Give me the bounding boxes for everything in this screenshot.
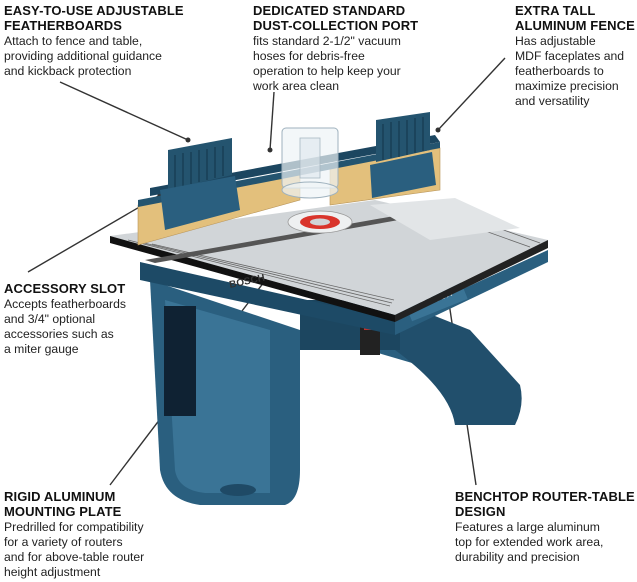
callout-fence: EXTRA TALL ALUMINUM FENCE Has adjustable…	[515, 3, 637, 109]
callout-accessory-slot: ACCESSORY SLOT Accepts featherboards and…	[4, 281, 144, 357]
callout-benchtop-text: Features a large aluminum top for extend…	[455, 520, 604, 564]
callout-dust-port-text: fits standard 2-1/2" vacuum hoses for de…	[253, 34, 401, 93]
leader-featherboards	[59, 81, 189, 141]
callout-fence-title: EXTRA TALL ALUMINUM FENCE	[515, 3, 635, 33]
callout-mounting-plate-title: RIGID ALUMINUM MOUNTING PLATE	[4, 489, 122, 519]
leader-dust-port	[269, 91, 275, 151]
featherboard-right	[370, 112, 436, 198]
callout-dust-port: DEDICATED STANDARD DUST-COLLECTION PORT …	[253, 3, 428, 94]
table-top: BOSCH	[110, 198, 548, 322]
callout-featherboards: EASY-TO-USE ADJUSTABLE FEATHERBOARDS Att…	[4, 3, 194, 79]
callout-featherboards-title: EASY-TO-USE ADJUSTABLE FEATHERBOARDS	[4, 3, 184, 33]
callout-featherboards-text: Attach to fence and table, providing add…	[4, 34, 162, 78]
callout-mounting-plate: RIGID ALUMINUM MOUNTING PLATE Predrilled…	[4, 489, 179, 580]
callout-mounting-plate-text: Predrilled for compatibility for a varie…	[4, 520, 145, 579]
mounting-plate	[287, 210, 353, 234]
leader-fence	[437, 57, 506, 131]
featherboard-left	[160, 138, 240, 230]
callout-fence-text: Has adjustable MDF faceplates and feathe…	[515, 34, 625, 108]
callout-accessory-slot-title: ACCESSORY SLOT	[4, 281, 126, 296]
dust-collection-port	[281, 127, 339, 199]
callout-dust-port-title: DEDICATED STANDARD DUST-COLLECTION PORT	[253, 3, 419, 33]
callout-accessory-slot-text: Accepts featherboards and 3/4" optional …	[4, 297, 126, 356]
callout-benchtop: BENCHTOP ROUTER-TABLE DESIGN Features a …	[455, 489, 635, 565]
callout-benchtop-title: BENCHTOP ROUTER-TABLE DESIGN	[455, 489, 635, 519]
